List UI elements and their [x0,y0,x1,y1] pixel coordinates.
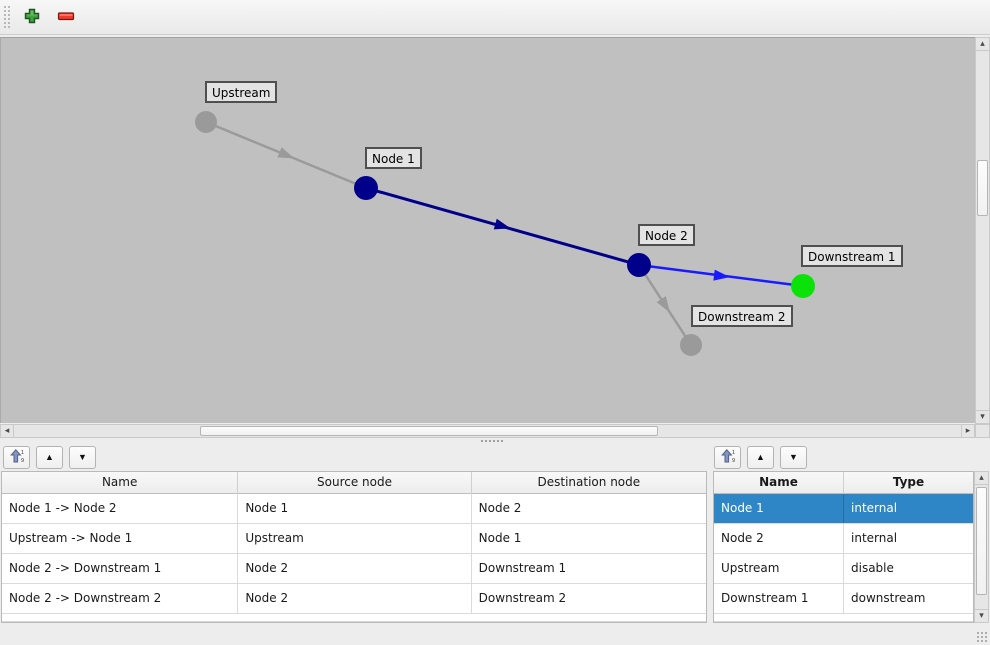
node-label-downstream1[interactable]: Downstream 1 [801,245,903,267]
nodes-table-header: Name Type [714,472,973,494]
scroll-down-button[interactable]: ▾ [974,609,989,623]
sort-ascending-icon: 1 9 [9,448,25,466]
node-node1[interactable] [354,176,378,200]
move-up-button[interactable]: ▲ [36,445,63,469]
toolbar-drag-handle[interactable] [3,5,11,29]
sort-button[interactable]: 1 9 [3,445,30,469]
node-upstream[interactable] [195,111,217,133]
table-row[interactable]: Upstream -> Node 1 Upstream Node 1 [2,524,706,554]
table-row[interactable]: Upstream disable [714,554,973,584]
nodes-table-scrollbar-thumb[interactable] [976,487,987,595]
cell-source[interactable]: Node 2 [238,554,472,583]
scrollbar-corner [975,424,990,438]
move-down-button[interactable]: ▼ [780,445,807,469]
cell-name[interactable]: Downstream 1 [714,584,844,613]
main-toolbar [0,0,990,35]
scroll-down-button[interactable]: ▾ [975,410,990,424]
column-header-source-node[interactable]: Source node [238,472,472,494]
scroll-right-button[interactable]: ▸ [961,424,975,438]
node-label-downstream2[interactable]: Downstream 2 [691,305,793,327]
node-label-node1[interactable]: Node 1 [365,147,422,169]
canvas-vertical-scrollbar[interactable] [975,37,990,424]
edges-table-toolbar: 1 9 ▲ ▼ [3,443,102,471]
cell-name[interactable]: Node 1 -> Node 2 [2,494,239,523]
column-header-name[interactable]: Name [714,472,844,494]
sort-ascending-icon: 1 9 [720,448,736,466]
node-label-upstream[interactable]: Upstream [205,81,278,103]
arrowhead-icon [656,296,670,313]
graph-canvas[interactable]: Upstream Node 1 Node 2 Downstream 1 Down… [0,37,975,423]
cell-name[interactable]: Node 2 -> Downstream 1 [2,554,239,583]
move-down-button[interactable]: ▼ [69,445,96,469]
scroll-left-button[interactable]: ◂ [0,424,14,438]
scroll-up-button[interactable]: ▴ [975,37,990,51]
node-node2[interactable] [627,253,651,277]
cell-destination[interactable]: Downstream 2 [478,591,567,605]
arrowhead-icon [713,269,730,281]
cell-name[interactable]: Node 2 -> Downstream 2 [2,584,239,613]
cell-source[interactable]: Upstream [238,524,472,553]
cell-name[interactable]: Node 2 [714,524,844,553]
up-arrow-icon: ▲ [756,452,765,462]
table-row[interactable]: Node 2 -> Downstream 1 Node 2 Downstream… [2,554,706,584]
add-button[interactable] [17,3,47,31]
cell-type[interactable]: downstream [851,591,926,605]
scroll-up-button[interactable]: ▴ [974,471,989,485]
window-resize-grip[interactable] [976,631,988,643]
table-row[interactable]: Node 1 -> Node 2 Node 1 Node 2 [2,494,706,524]
cell-destination[interactable]: Node 2 [478,501,522,515]
node-label-node2[interactable]: Node 2 [638,224,695,246]
node-downstream2[interactable] [680,334,702,356]
nodes-table: Name Type Node 1 internal Node 2 interna… [713,471,974,623]
table-row[interactable]: Node 2 -> Downstream 2 Node 2 Downstream… [2,584,706,614]
splitter-grip-icon [480,439,504,442]
cell-source[interactable]: Node 1 [238,494,472,523]
canvas-vertical-scrollbar-thumb[interactable] [977,160,988,216]
pane-splitter[interactable] [0,438,990,443]
svg-text:1: 1 [21,450,24,456]
column-header-destination-node[interactable]: Destination node [537,475,641,489]
column-header-type[interactable]: Type [892,475,925,489]
empty-row [714,614,973,622]
scroll-right-icon: ▸ [965,426,971,436]
cell-source[interactable]: Node 2 [238,584,472,613]
plus-icon [23,7,41,28]
cell-type[interactable]: disable [851,561,894,575]
svg-text:9: 9 [21,458,24,464]
cell-type[interactable]: internal [851,531,898,545]
scroll-left-icon: ◂ [4,426,10,436]
cell-name[interactable]: Upstream [714,554,844,583]
cell-type[interactable]: internal [851,501,898,515]
scroll-up-icon: ▴ [980,39,985,49]
minus-icon [57,7,75,28]
scroll-up-icon: ▴ [979,473,984,483]
table-row-selected[interactable]: Node 1 internal [714,494,973,524]
cell-name[interactable]: Node 1 [714,494,844,523]
edges-table: Name Source node Destination node Node 1… [1,471,707,623]
column-header-name[interactable]: Name [2,472,239,494]
cell-destination[interactable]: Downstream 1 [478,561,567,575]
node-downstream1[interactable] [791,274,815,298]
sort-button[interactable]: 1 9 [714,445,741,469]
down-arrow-icon: ▼ [789,452,798,462]
cell-destination[interactable]: Node 1 [478,531,522,545]
down-arrow-icon: ▼ [78,452,87,462]
svg-text:9: 9 [732,458,735,464]
empty-row [2,614,706,622]
nodes-table-toolbar: 1 9 ▲ ▼ [714,443,813,471]
arrowhead-icon [493,218,511,230]
cell-name[interactable]: Upstream -> Node 1 [2,524,239,553]
scroll-down-icon: ▾ [980,412,985,422]
table-row[interactable]: Downstream 1 downstream [714,584,973,614]
move-up-button[interactable]: ▲ [747,445,774,469]
scroll-down-icon: ▾ [979,611,984,621]
canvas-horizontal-scrollbar-thumb[interactable] [200,426,658,436]
table-row[interactable]: Node 2 internal [714,524,973,554]
up-arrow-icon: ▲ [45,452,54,462]
svg-text:1: 1 [732,450,735,456]
edges-table-header: Name Source node Destination node [2,472,706,494]
remove-button[interactable] [51,3,81,31]
arrowhead-icon [277,147,295,159]
